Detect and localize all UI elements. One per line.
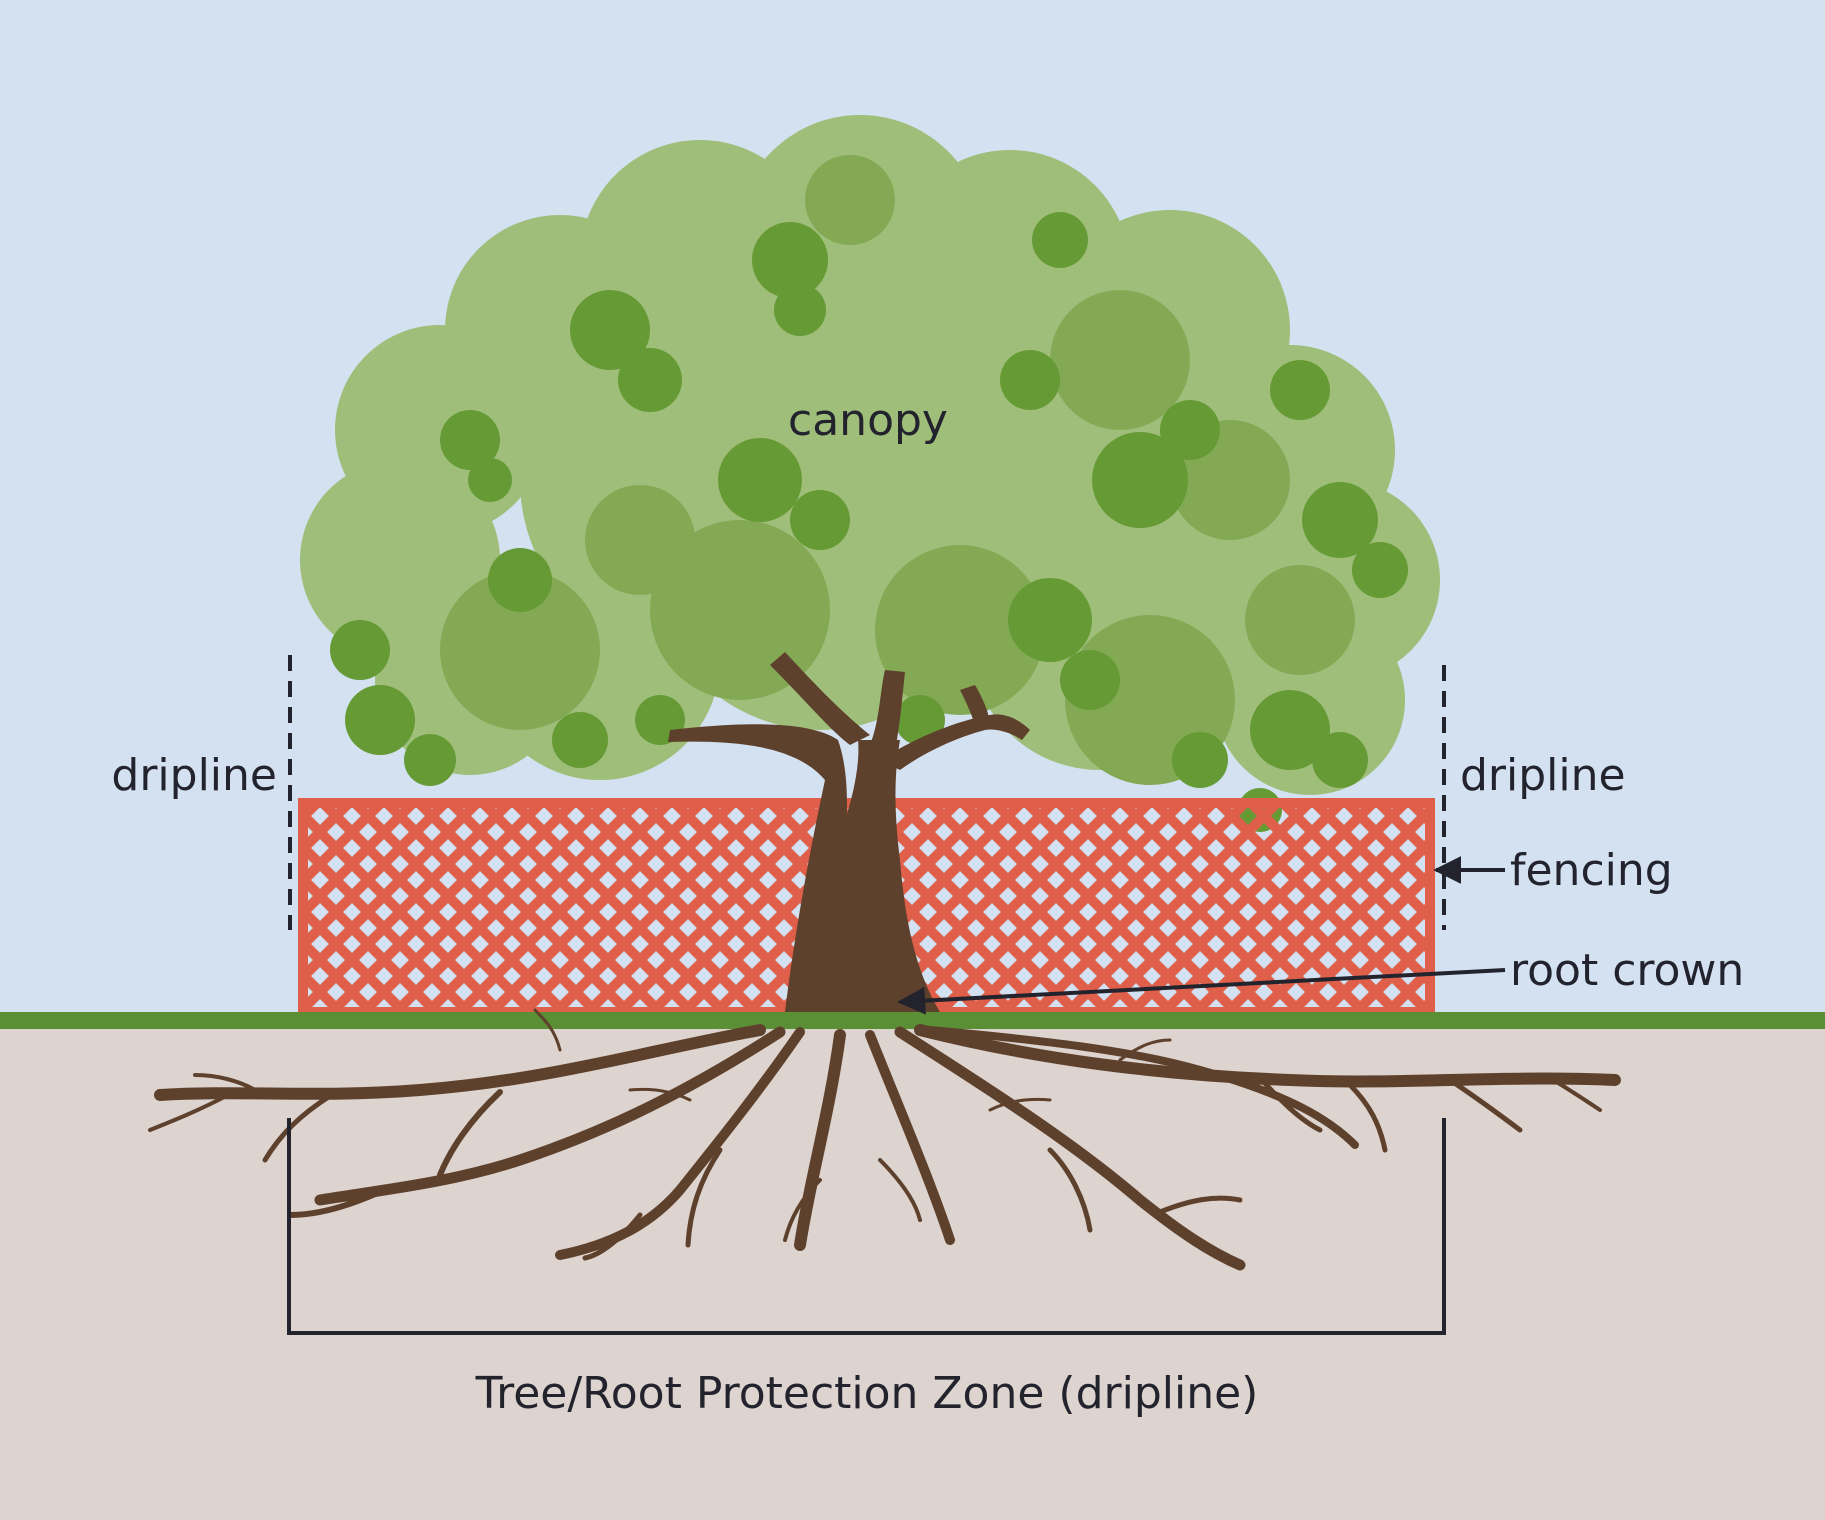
soil-background bbox=[0, 1020, 1825, 1520]
canopy-label: canopy bbox=[788, 395, 948, 446]
fencing-label: fencing bbox=[1510, 845, 1673, 896]
dripline-left-label: dripline bbox=[111, 750, 277, 801]
tree-roots bbox=[148, 1008, 1621, 1271]
root-crown-label: root crown bbox=[1510, 945, 1744, 996]
tree-canopy bbox=[300, 115, 1440, 832]
ground-line bbox=[0, 1012, 1825, 1029]
root-crown-arrow bbox=[897, 968, 1506, 1015]
protection-zone-label: Tree/Root Protection Zone (dripline) bbox=[475, 1368, 1259, 1419]
protection-zone-bracket bbox=[287, 1118, 1446, 1335]
tree-trunk bbox=[668, 652, 1030, 1012]
dripline-right-label: dripline bbox=[1460, 750, 1626, 801]
